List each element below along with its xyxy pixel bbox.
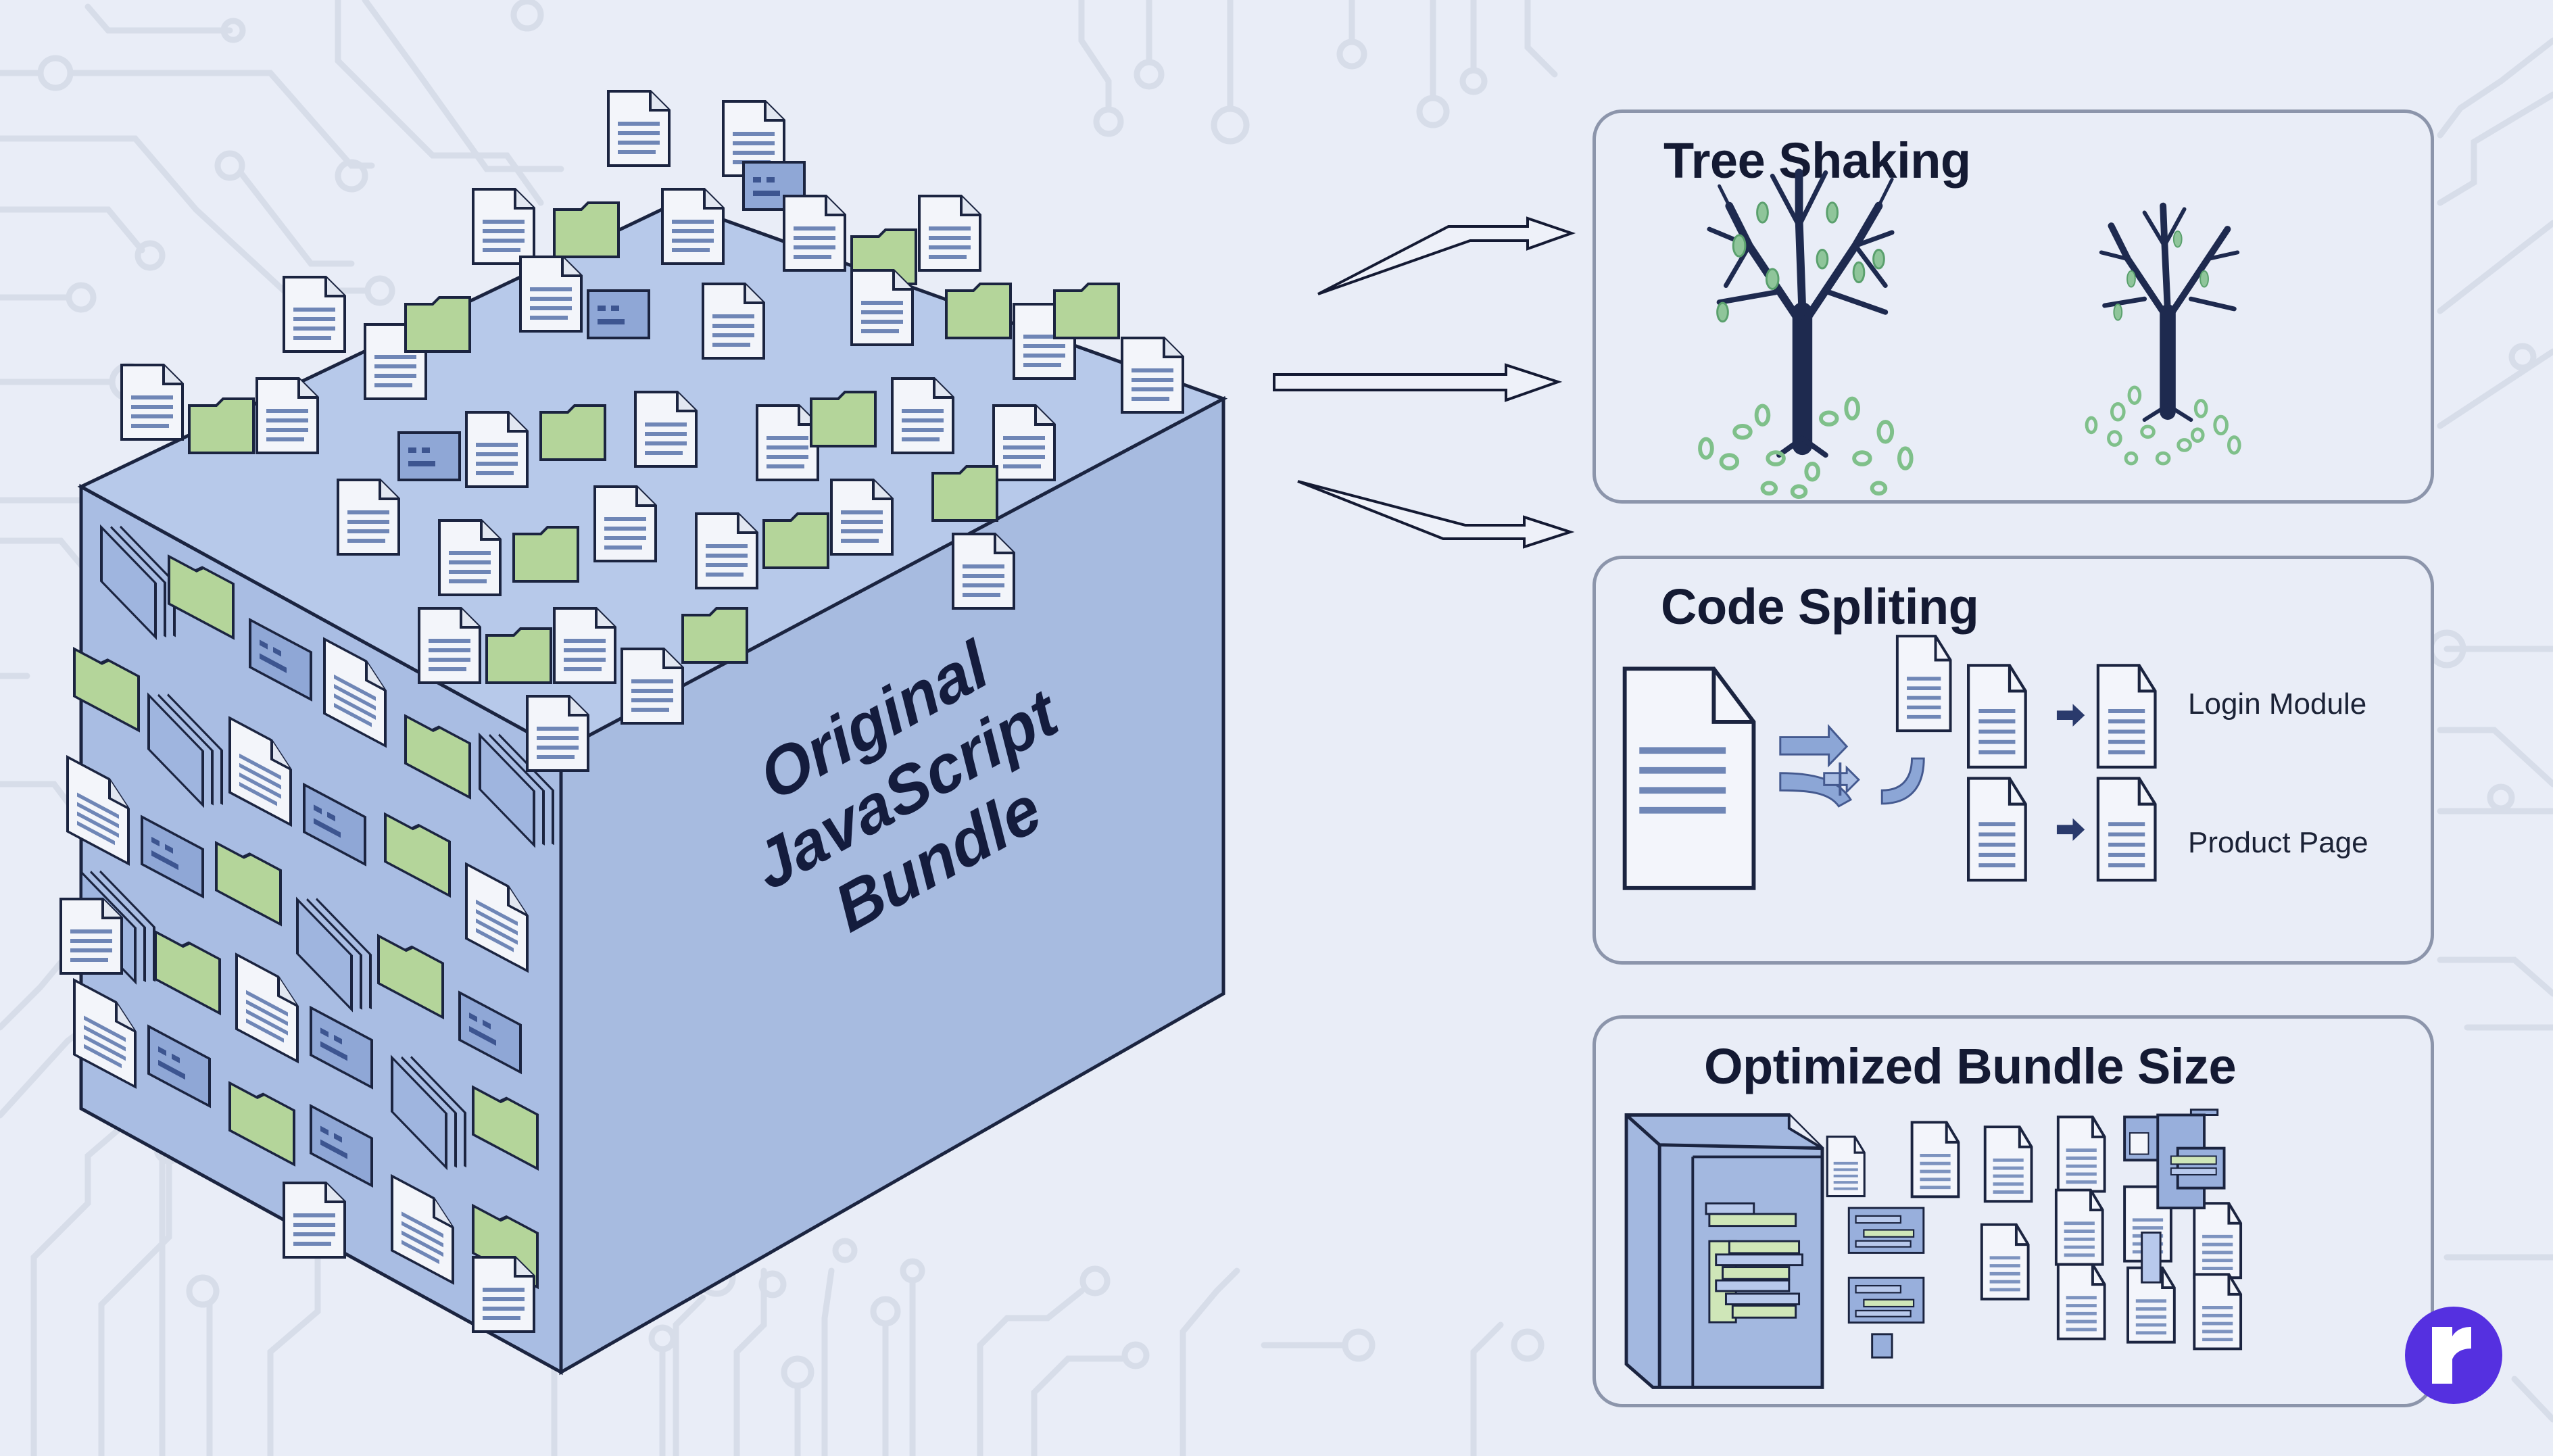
login-module-label: Login Module: [2188, 687, 2367, 721]
code-splitting-title: Code Spliting: [1661, 579, 1979, 635]
tree-with-leaves-icon: [1698, 168, 1914, 500]
brand-logo-icon: [2405, 1307, 2502, 1404]
product-arrow-icon: [2056, 818, 2085, 841]
small-box-icon: [1624, 1113, 1824, 1389]
arrow-to-optimized-bundle: [1297, 480, 1575, 549]
login-chunk-source-doc: [1968, 665, 2026, 767]
large-document-icon: [1622, 666, 1756, 890]
login-arrow-icon: [2056, 704, 2085, 727]
original-bundle-cube: [0, 0, 1228, 1376]
product-page-label: Product Page: [2188, 826, 2368, 859]
product-chunk-source-doc: [1968, 779, 2026, 881]
code-block-icon: [1847, 1109, 2226, 1359]
smaller-tree-icon: [2085, 202, 2241, 466]
brand-letter-r-icon: [2432, 1327, 2471, 1384]
tree-shaking-panel: Tree Shaking: [1592, 110, 2434, 504]
optimized-bundle-title: Optimized Bundle Size: [1704, 1038, 2237, 1094]
arrow-to-tree-shaking: [1317, 216, 1576, 295]
login-chunk-doc: [2098, 665, 2156, 767]
arrow-to-code-splitting: [1273, 363, 1563, 402]
document-icon: [1897, 636, 1951, 731]
code-splitting-panel: Code Spliting: [1592, 556, 2434, 965]
cube-right-face: [559, 395, 1225, 1376]
tree-shaking-title: Tree Shaking: [1663, 132, 1971, 189]
flow-arrows: [1273, 216, 1576, 549]
product-chunk-doc: [2098, 779, 2156, 881]
optimized-bundle-panel: Optimized Bundle Size: [1592, 1015, 2434, 1407]
split-arrows-icon: [1779, 723, 1925, 808]
